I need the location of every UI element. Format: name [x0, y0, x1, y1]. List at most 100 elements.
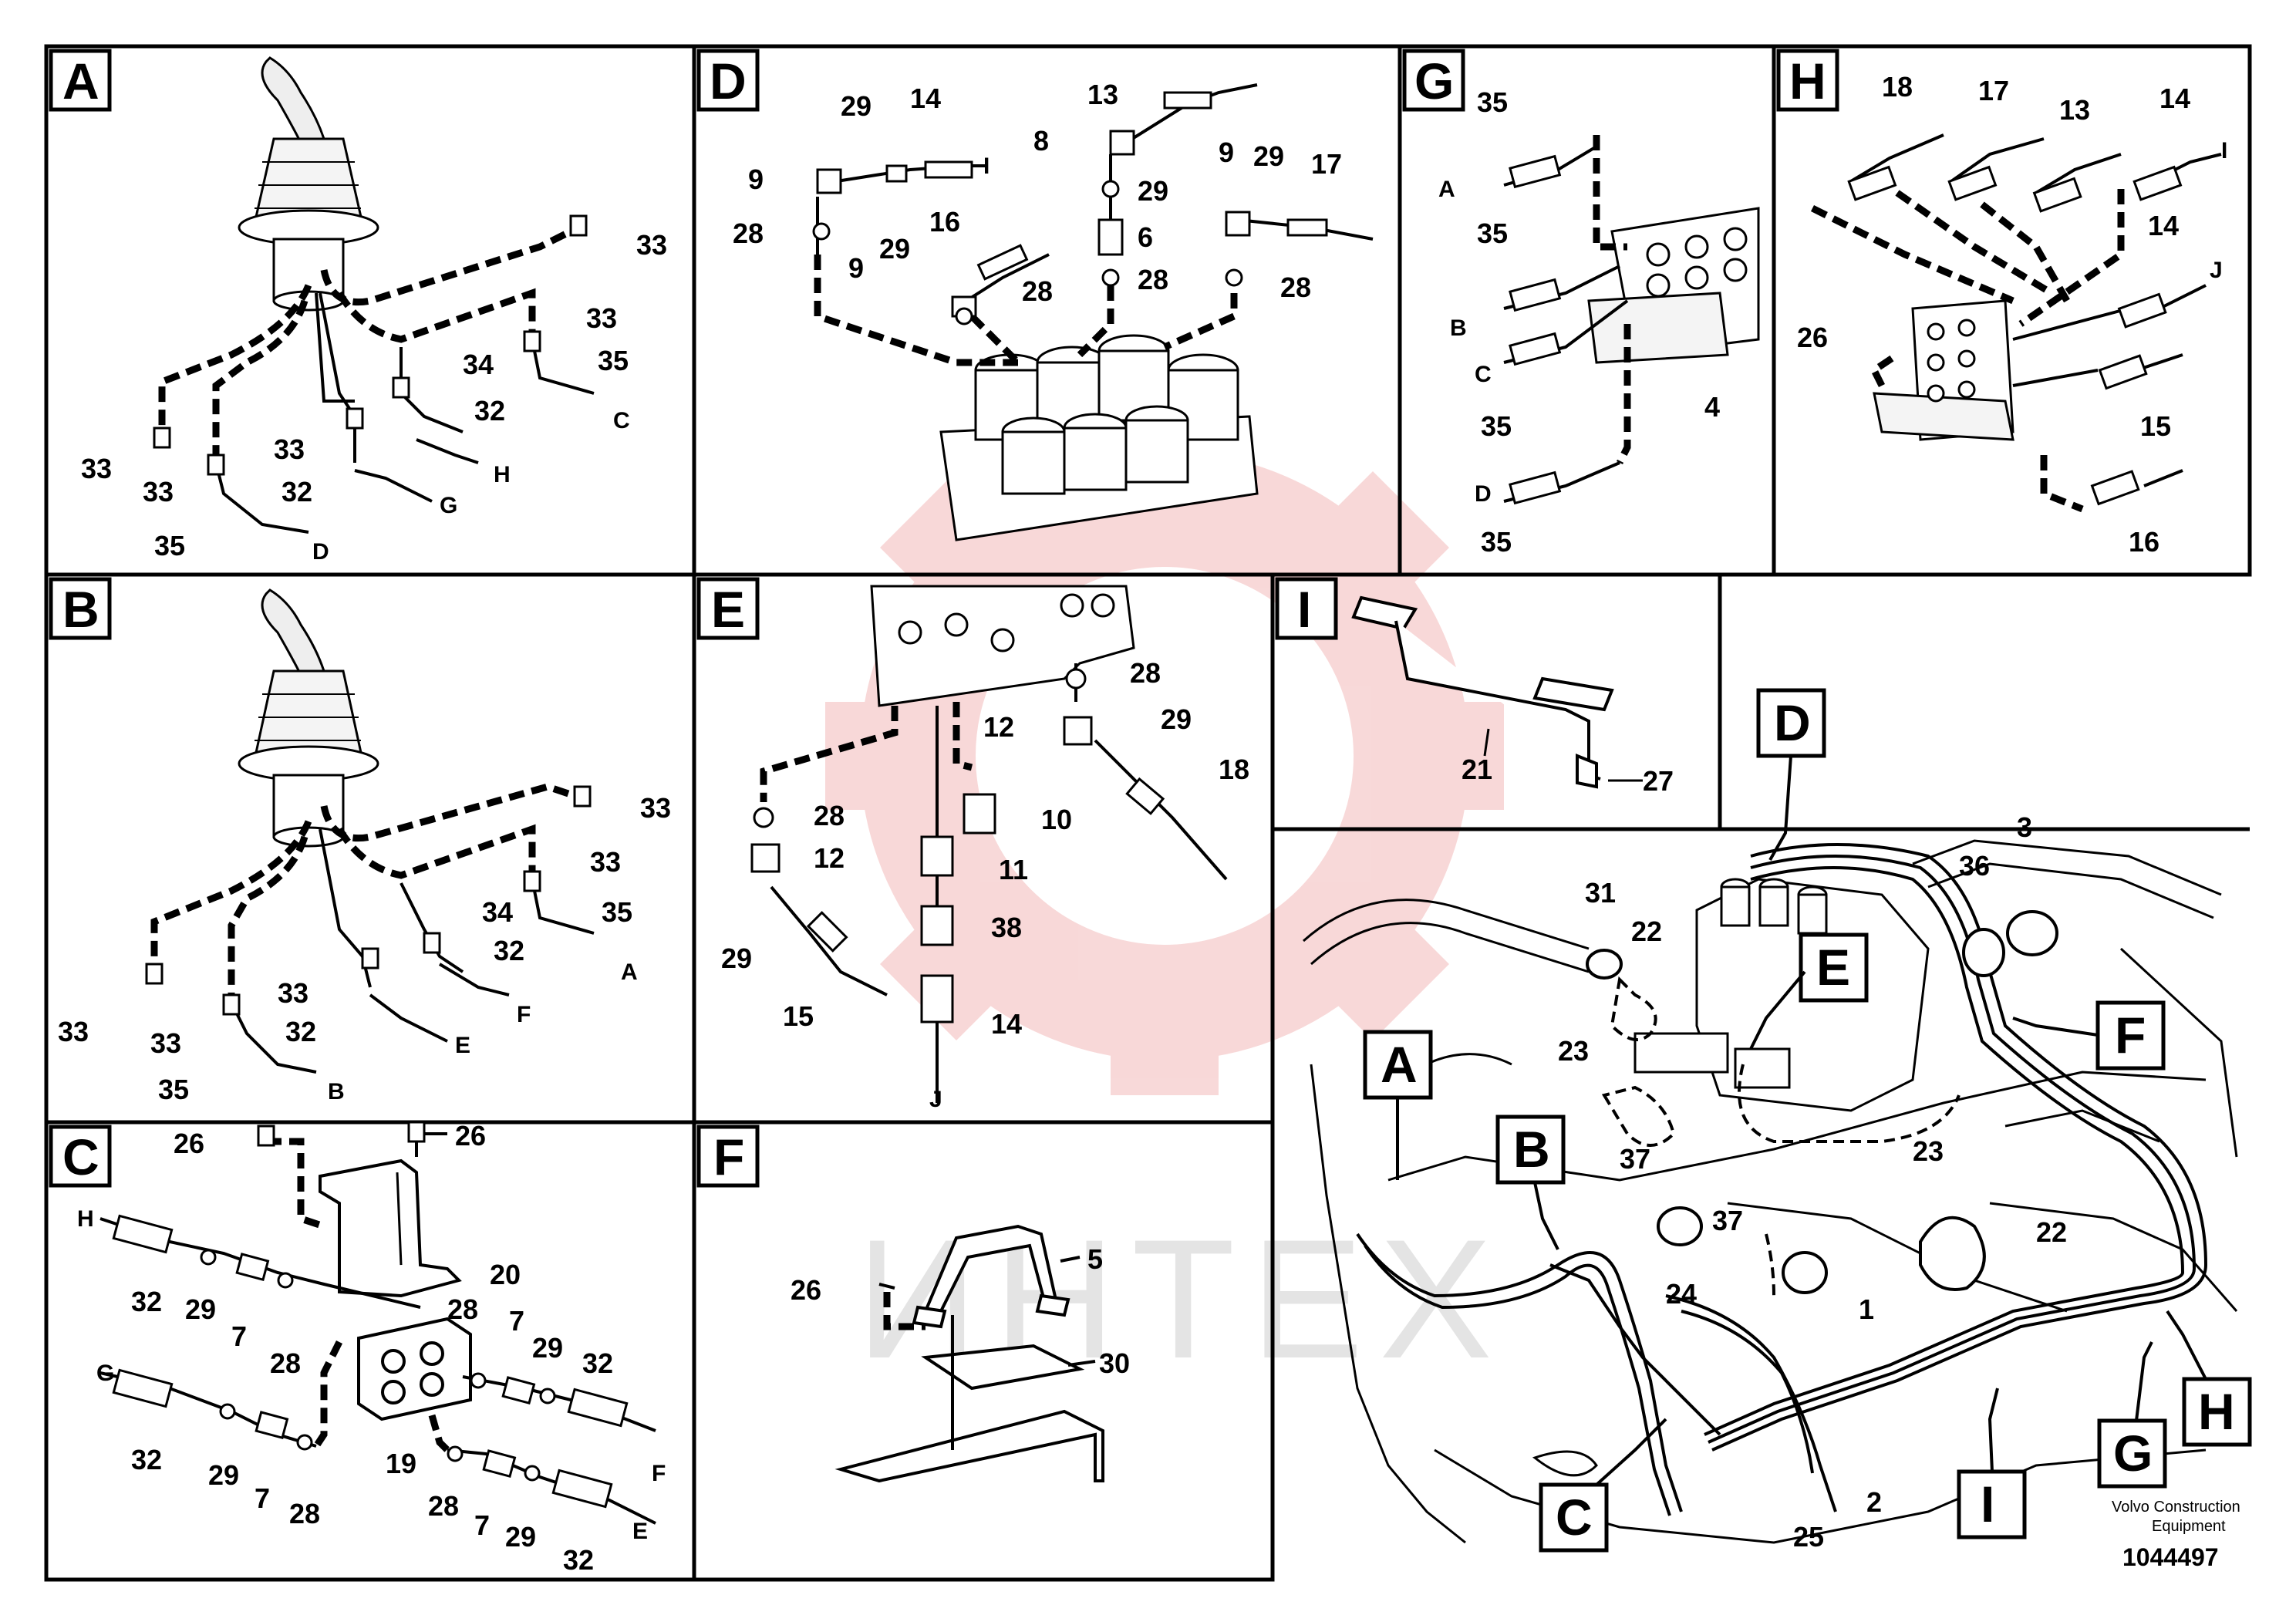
panel-h-fittings — [1847, 165, 2183, 506]
main-label-37: 37 — [1620, 1143, 1650, 1175]
main-dashed-hoses — [1601, 976, 1961, 1297]
panel-h-end-i: I — [2221, 138, 2227, 164]
panel-d-label-9: 9 — [1219, 137, 1234, 168]
panel-c-label-28: 28 — [270, 1347, 301, 1379]
panel-e-label-38: 38 — [991, 912, 1022, 943]
panel-a-end-d: D — [312, 539, 329, 565]
main-label-23: 23 — [1558, 1035, 1589, 1067]
panel-c-label-28: 28 — [447, 1293, 478, 1325]
panel-e-fittings — [750, 668, 1165, 1023]
main-label-22: 22 — [1631, 916, 1662, 947]
panel-g-label-35: 35 — [1481, 410, 1512, 442]
panel-b-label-33: 33 — [640, 792, 671, 824]
panel-c-fittings — [112, 1121, 629, 1509]
panel-f-label-26: 26 — [791, 1274, 821, 1306]
main-callout-i: I — [1981, 1475, 1994, 1533]
panel-letter-d: D — [710, 52, 747, 110]
panel-e-label-28: 28 — [814, 800, 845, 831]
panel-e-hoses — [760, 702, 973, 802]
panel-b-label-33: 33 — [58, 1016, 89, 1047]
panel-e-end-j: J — [929, 1087, 942, 1112]
panel-c-end-g: G — [96, 1361, 114, 1386]
panel-letter-b: B — [62, 581, 99, 638]
panel-e-label-12: 12 — [983, 711, 1014, 743]
panel-a-label-35: 35 — [598, 345, 629, 376]
panel-a-label-32: 32 — [282, 476, 312, 508]
panel-d-label-17: 17 — [1311, 148, 1342, 180]
panel-c-label-29: 29 — [208, 1459, 239, 1491]
panel-f-label-5: 5 — [1087, 1243, 1103, 1275]
panel-a-end-g: G — [440, 493, 457, 518]
panel-letter-f: F — [713, 1128, 744, 1185]
panel-letter-a: A — [62, 52, 99, 110]
panel-d-label-29: 29 — [879, 233, 910, 265]
panel-d-valve-block — [939, 334, 1259, 541]
main-callout-e: E — [1816, 939, 1850, 996]
panel-a-hoses — [158, 228, 573, 455]
panel-d-label-28: 28 — [1280, 271, 1311, 303]
panel-c-block — [357, 1317, 472, 1421]
panel-i-label-27: 27 — [1643, 765, 1674, 797]
panel-h-label-14: 14 — [2159, 83, 2190, 114]
panel-g-manifold — [1587, 207, 1760, 364]
panel-c-end-f: F — [652, 1461, 666, 1486]
panel-f-clamp — [912, 1224, 1070, 1329]
panel-c-label-19: 19 — [386, 1448, 416, 1479]
panel-a-fittings — [153, 214, 588, 476]
main-label-36: 36 — [1959, 850, 1990, 882]
main-callout-g: G — [2113, 1425, 2153, 1482]
panel-b-label-34: 34 — [482, 896, 513, 928]
panel-g-end-b: B — [1450, 315, 1467, 341]
footer-brand-line1: Volvo Construction — [2112, 1499, 2240, 1516]
panel-a-label-33: 33 — [636, 229, 667, 261]
panel-e-label-12: 12 — [814, 842, 845, 874]
panel-b-label-32: 32 — [285, 1016, 316, 1047]
panel-b-end-e: E — [455, 1033, 470, 1058]
panel-b-lines — [230, 828, 595, 1074]
main-callout-a: A — [1381, 1036, 1418, 1093]
main-rings — [1586, 910, 2058, 1294]
footer-diagram-number: 1044497 — [2122, 1543, 2219, 1571]
panel-e-label-29: 29 — [721, 943, 752, 974]
panel-d-label-28: 28 — [733, 218, 764, 249]
panel-a-end-c: C — [613, 408, 630, 433]
panel-b-end-b: B — [328, 1079, 345, 1104]
main-label-2: 2 — [1866, 1486, 1882, 1518]
panel-letter-g: G — [1414, 52, 1454, 110]
panel-h-label-13: 13 — [2059, 94, 2090, 126]
main-label-3: 3 — [2017, 811, 2032, 843]
panel-c-label-32: 32 — [131, 1286, 162, 1317]
panel-g-hoses — [1593, 135, 1631, 465]
panel-b-hoses — [150, 783, 572, 995]
panel-d-label-29: 29 — [1253, 140, 1284, 172]
panel-c-label-26: 26 — [455, 1120, 486, 1152]
main-valve-block — [1633, 878, 1930, 1112]
panel-c-label-26: 26 — [174, 1128, 204, 1159]
panel-d-label-9: 9 — [848, 252, 864, 284]
panel-c-label-32: 32 — [582, 1347, 613, 1379]
panel-e-label-29: 29 — [1161, 703, 1192, 735]
main-callout-f: F — [2115, 1007, 2146, 1064]
panel-a-end-h: H — [494, 462, 511, 487]
panel-a-label-33: 33 — [586, 302, 617, 334]
panel-c-end-h: H — [77, 1206, 94, 1232]
panel-d-label-29: 29 — [841, 90, 872, 122]
panel-c-label-7: 7 — [509, 1305, 524, 1337]
main-label-25: 25 — [1793, 1521, 1824, 1553]
panel-h-label-16: 16 — [2129, 526, 2159, 558]
panel-d-fittings — [812, 91, 1328, 325]
panel-b-fittings — [145, 785, 592, 1016]
panel-d-end-i: I — [983, 153, 990, 179]
watermark-gear-icon — [825, 416, 1504, 1095]
panel-c-label-28: 28 — [289, 1498, 320, 1529]
panel-b-label-33: 33 — [150, 1027, 181, 1059]
panel-c-label-29: 29 — [532, 1332, 563, 1364]
panel-i-label-21: 21 — [1462, 754, 1492, 785]
footer-brand-line2: Equipment — [2152, 1518, 2226, 1535]
panel-a-label-33: 33 — [143, 476, 174, 508]
panel-c-label-32: 32 — [131, 1444, 162, 1475]
panel-c-end-e: E — [632, 1519, 648, 1544]
panel-a-label-33: 33 — [81, 453, 112, 484]
panel-a-label-35: 35 — [154, 530, 185, 561]
panel-f-lines — [878, 1256, 1096, 1450]
